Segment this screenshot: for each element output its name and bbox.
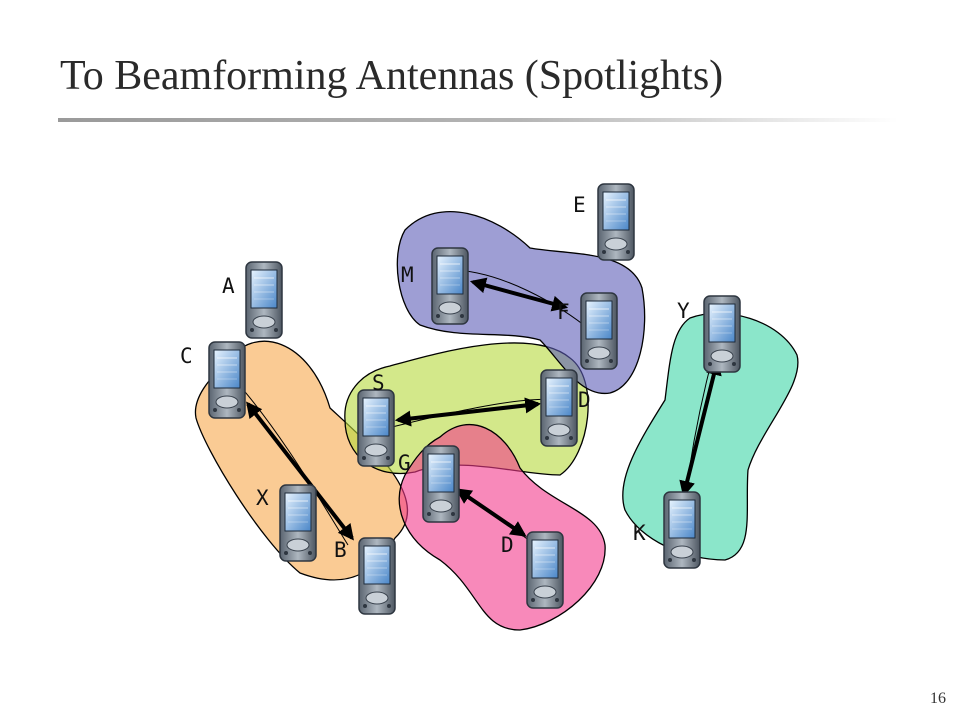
node-label-s: S bbox=[372, 371, 385, 395]
pda-icon-s bbox=[357, 389, 395, 467]
pda-icon-a bbox=[245, 261, 283, 339]
node-label-f: F bbox=[557, 300, 570, 324]
node-label-k: K bbox=[633, 521, 646, 545]
node-label-x: X bbox=[256, 486, 269, 510]
node-label-g: G bbox=[398, 451, 411, 475]
node-label-e: E bbox=[573, 193, 586, 217]
link-arrow-s-d bbox=[394, 397, 542, 427]
node-label-c: C bbox=[180, 344, 193, 368]
pda-icon-b bbox=[358, 537, 396, 615]
pda-icon-d1 bbox=[540, 369, 578, 447]
link-arrow-c-b bbox=[246, 401, 354, 541]
pda-icon-x bbox=[279, 484, 317, 562]
pda-icon-g bbox=[422, 445, 460, 523]
node-label-y: Y bbox=[677, 299, 690, 323]
page-number: 16 bbox=[930, 690, 946, 707]
node-label-d2: D bbox=[501, 533, 514, 557]
pda-icon-k bbox=[663, 491, 701, 569]
pda-icon-c bbox=[208, 341, 246, 419]
title-underline bbox=[58, 118, 898, 122]
link-arrow-y-k bbox=[679, 358, 722, 498]
pda-icon-m bbox=[431, 247, 469, 325]
node-label-d1: D bbox=[578, 388, 591, 412]
link-arrow-g-d bbox=[455, 488, 527, 537]
pda-icon-f bbox=[580, 292, 618, 370]
node-label-a: A bbox=[222, 274, 235, 298]
pda-icon-d2 bbox=[526, 531, 564, 609]
node-label-m: M bbox=[401, 263, 414, 287]
link-arrow-m-f bbox=[469, 277, 569, 312]
node-label-b: B bbox=[334, 538, 347, 562]
slide-title: To Beamforming Antennas (Spotlights) bbox=[60, 53, 724, 99]
pda-icon-e bbox=[597, 183, 635, 261]
pda-icon-y bbox=[703, 295, 741, 373]
